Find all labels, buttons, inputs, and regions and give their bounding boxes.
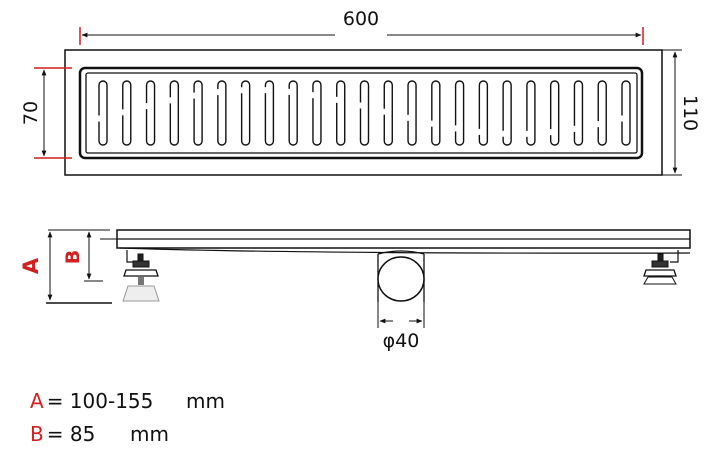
grate-slot [145, 80, 156, 146]
slot-gap [478, 128, 483, 135]
slot-gap [145, 103, 150, 110]
grate-slot [240, 80, 251, 146]
grate-panel [85, 72, 638, 154]
slot-gap [359, 102, 364, 109]
slot-gap [502, 130, 507, 137]
slot-gap [430, 120, 435, 127]
grate-frame [78, 66, 644, 160]
total-width-label: 110 [679, 95, 701, 131]
grate-slot [454, 80, 465, 146]
slot-gap [597, 121, 602, 128]
grate-slot [502, 80, 512, 146]
grate-slot [431, 80, 441, 146]
svg-text:A= 100-155: A= 100-155 [30, 389, 153, 413]
slot-gap [454, 125, 459, 132]
slot-gap [621, 115, 625, 122]
grate-slot [264, 80, 275, 146]
grate-slot [478, 80, 489, 146]
grate-slot [597, 80, 607, 146]
grate-slot [169, 80, 180, 146]
slot-gap [383, 108, 388, 115]
legend: A= 100-155 mm B= 85 mm [30, 389, 225, 446]
length-label: 600 [343, 8, 379, 30]
grate-slot [98, 80, 108, 146]
grate-slot [573, 80, 584, 146]
length-dimension: 600 [79, 8, 644, 45]
slot-gap [549, 129, 554, 136]
legend-value-a: = 100-155 [47, 389, 154, 413]
svg-text:B= 85: B= 85 [30, 422, 95, 446]
grate-slot [407, 80, 417, 146]
grate-slot [312, 80, 322, 146]
b-dimension-label: B [62, 250, 84, 264]
slot-gap [193, 92, 198, 99]
grate-slots [98, 80, 631, 146]
left-leveling-foot [122, 250, 160, 302]
slot-gap [240, 87, 245, 94]
legend-unit-a: mm [186, 389, 225, 413]
top-view [64, 49, 663, 176]
slot-gap [169, 97, 174, 104]
slot-gap [407, 114, 412, 121]
a-dimension-label: A [19, 257, 43, 274]
side-view [100, 229, 691, 328]
slot-gap [525, 130, 530, 137]
slot-gap [121, 109, 126, 116]
grate-slot [288, 80, 298, 146]
grate-slot [549, 80, 560, 146]
slot-gap [264, 87, 269, 94]
outlet-diameter-label: φ40 [383, 330, 420, 352]
outer-frame [64, 49, 663, 176]
grate-slot [621, 80, 631, 146]
legend-letter-b: B [30, 422, 44, 446]
grate-slot [336, 80, 346, 146]
legend-value-b: = 85 [47, 422, 96, 446]
grate-width-dimension: 70 [20, 67, 72, 159]
total-width-dimension: 110 [662, 49, 701, 176]
height-dimensions [46, 229, 112, 304]
slot-gap [98, 115, 102, 122]
grate-slot [217, 80, 227, 146]
grate-slot [193, 80, 203, 146]
grate-slot [359, 80, 370, 146]
grate-width-label: 70 [20, 101, 42, 125]
legend-unit-b: mm [130, 422, 169, 446]
slot-gap [335, 96, 340, 103]
legend-letter-a: A [30, 389, 44, 413]
slot-gap [311, 92, 316, 99]
slot-gap [288, 88, 293, 95]
slot-gap [573, 125, 578, 132]
right-leveling-foot [643, 250, 679, 285]
slot-gap [216, 89, 221, 96]
drain-outlet [377, 250, 425, 328]
grate-slot [526, 80, 536, 146]
